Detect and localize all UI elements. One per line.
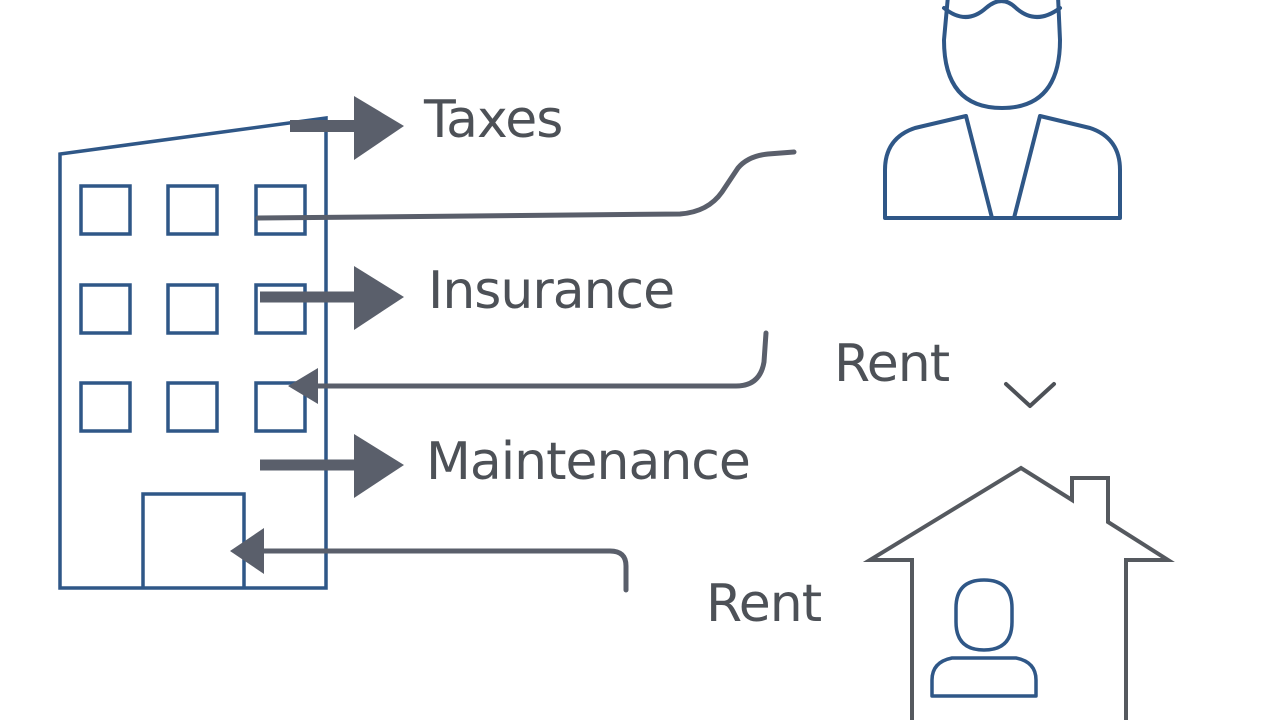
taxes-arrow: [290, 96, 404, 160]
connector-lines: [255, 149, 797, 593]
person-hair: [942, 0, 1062, 19]
person-head: [942, 0, 1062, 110]
expense-labels: Taxes Insurance Maintenance Rent Rent: [423, 90, 951, 634]
tenant-person-icon: [930, 578, 1038, 698]
building-door: [141, 492, 246, 588]
person-shoulders: [883, 114, 1122, 220]
chevron-down-icon: [1004, 382, 1056, 408]
tenant-head: [954, 578, 1014, 652]
insurance-arrow: [260, 266, 404, 330]
office-building-icon: [58, 115, 328, 590]
rent-label-upper: Rent: [834, 334, 950, 394]
upper-rent-connector: [315, 330, 769, 389]
incoming-arrowheads: [230, 368, 318, 574]
tenant-shoulders: [930, 656, 1038, 698]
house-icon: [862, 465, 1175, 720]
maintenance-arrow: [260, 434, 404, 498]
lower-rent-connector: [259, 548, 629, 593]
lower-rent-arrowhead: [230, 528, 264, 574]
outgoing-arrows: [260, 96, 404, 498]
insurance-label: Insurance: [428, 261, 674, 321]
upper-rent-arrowhead: [288, 368, 318, 404]
building-windows: [79, 184, 307, 433]
taxes-label: Taxes: [423, 90, 562, 150]
rent-label-lower: Rent: [706, 574, 822, 634]
landlord-connector: [255, 149, 797, 221]
maintenance-label: Maintenance: [426, 432, 750, 492]
person-icon: [883, 0, 1122, 220]
house-outline: [862, 465, 1175, 720]
building-outline: [58, 115, 328, 590]
